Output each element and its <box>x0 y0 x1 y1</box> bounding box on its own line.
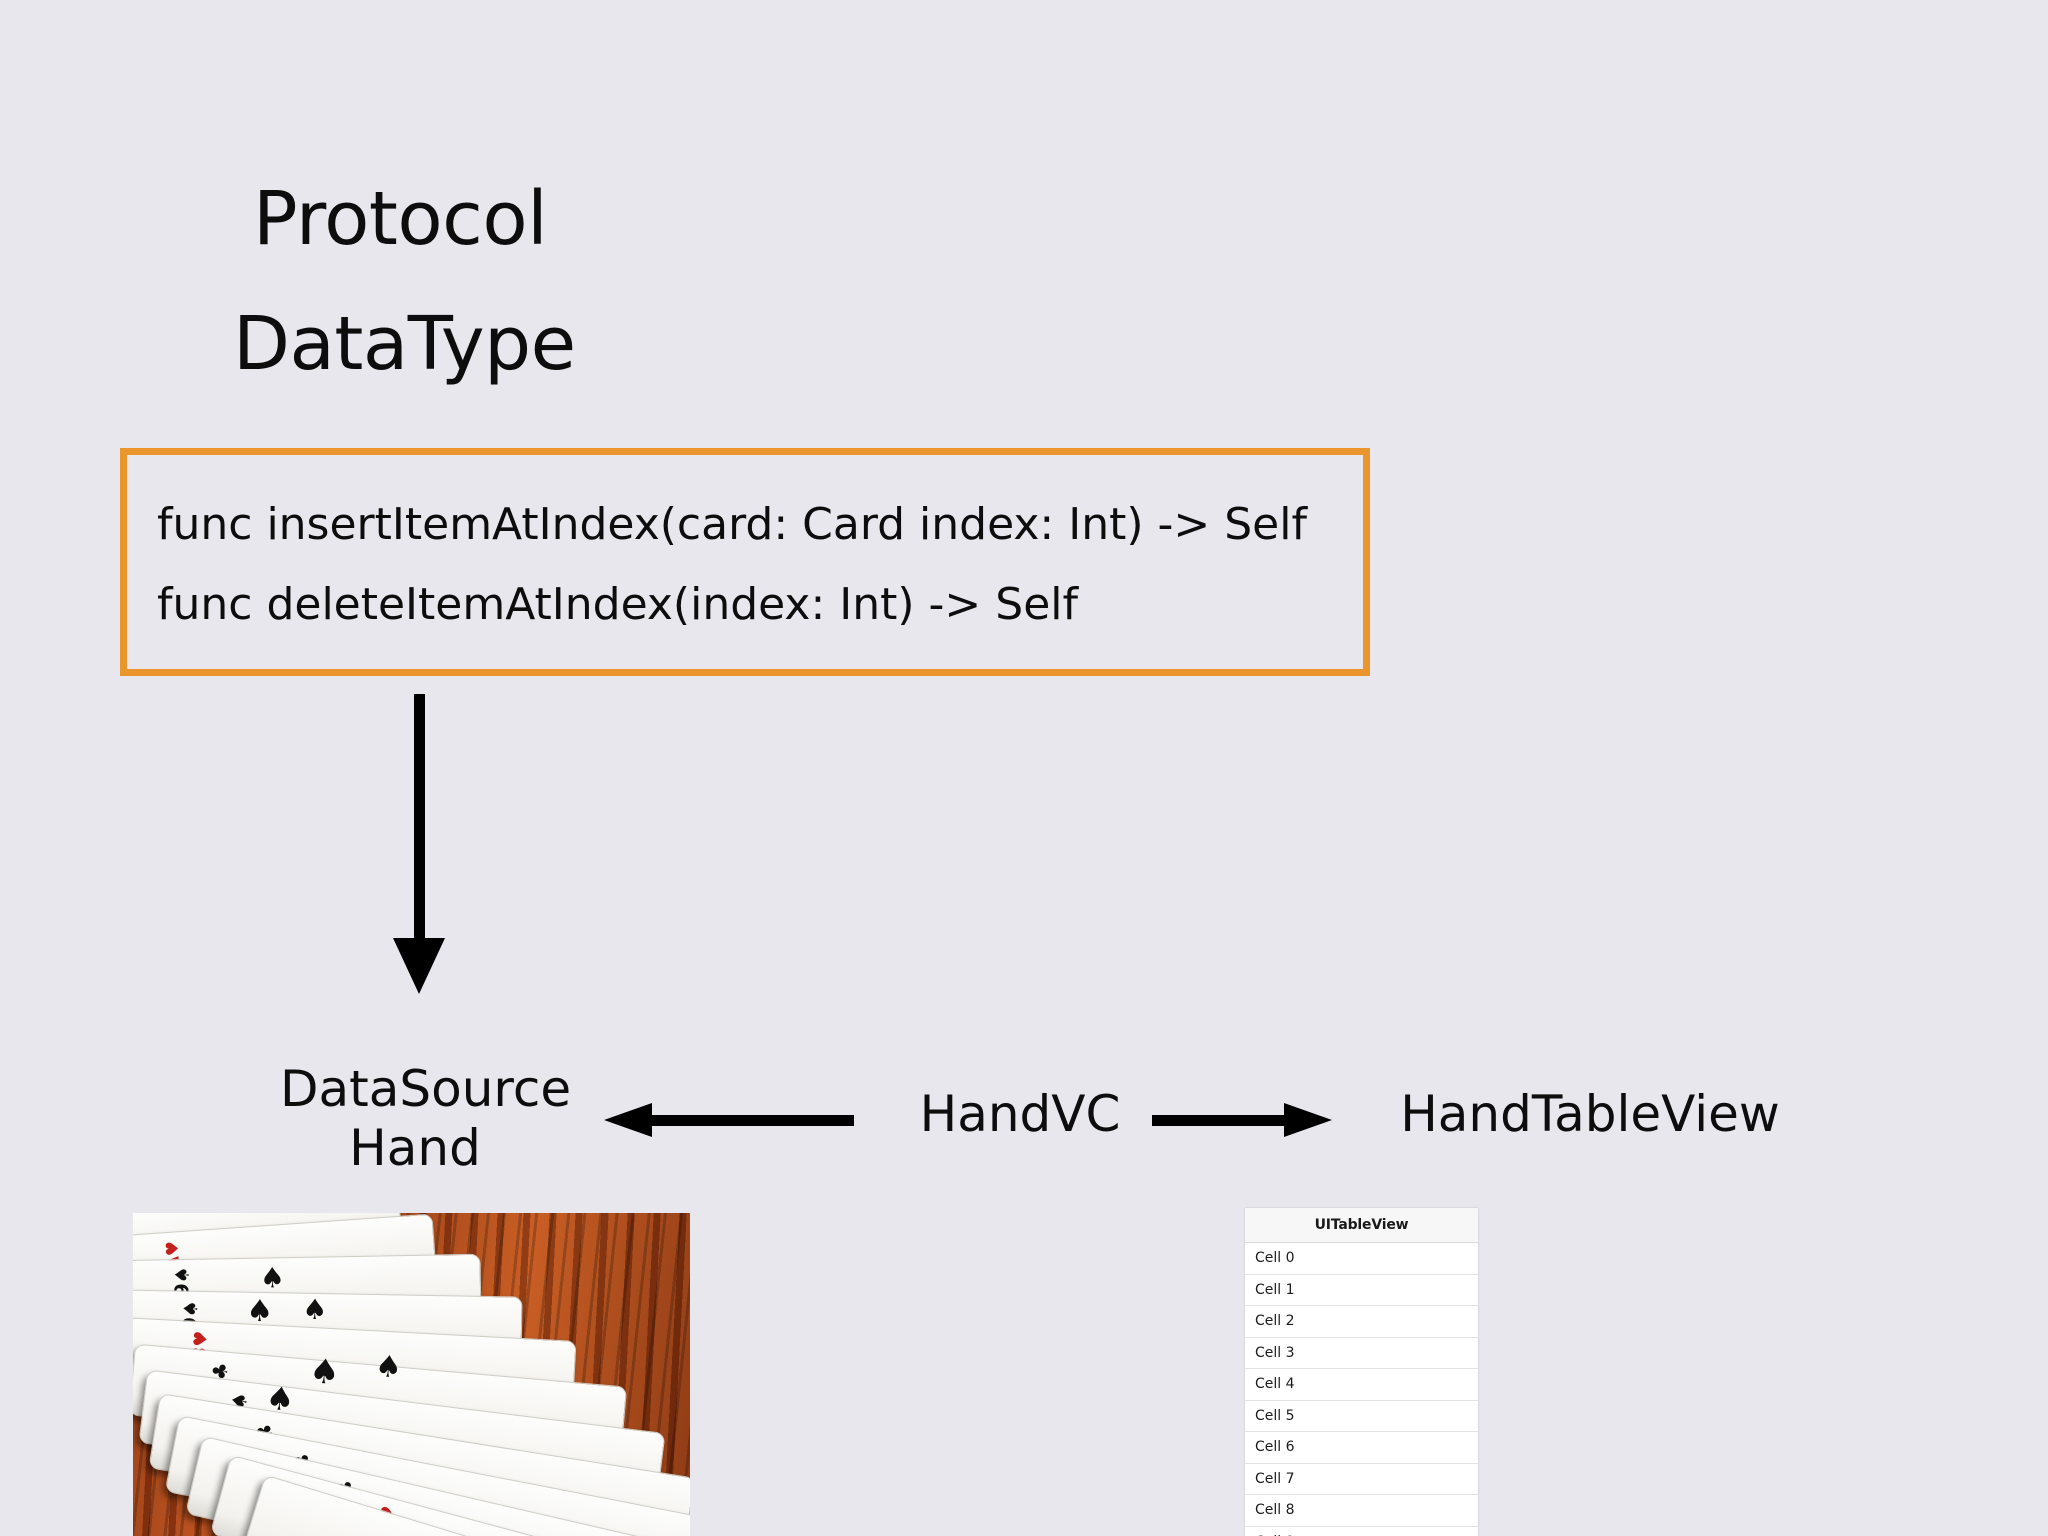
down-arrow-head <box>393 938 445 994</box>
table-row[interactable]: Cell 8 <box>1245 1495 1478 1527</box>
left-arrow-shaft <box>648 1115 854 1126</box>
page-title-protocol: Protocol <box>253 176 548 262</box>
right-arrow-icon <box>1152 1103 1332 1137</box>
code-line-insert: func insertItemAtIndex(card: Card index:… <box>157 499 1307 550</box>
table-row[interactable]: Cell 0 <box>1245 1243 1478 1275</box>
code-line-delete: func deleteItemAtIndex(index: Int) -> Se… <box>157 579 1078 630</box>
right-arrow-head <box>1284 1103 1332 1137</box>
right-arrow-shaft <box>1152 1115 1288 1126</box>
node-label-datasource-line2: Hand <box>349 1119 481 1177</box>
table-row[interactable]: Cell 4 <box>1245 1369 1478 1401</box>
table-row[interactable]: Cell 7 <box>1245 1463 1478 1495</box>
table-row[interactable]: Cell 1 <box>1245 1274 1478 1306</box>
table-row[interactable]: Cell 3 <box>1245 1337 1478 1369</box>
protocol-code-box: func insertItemAtIndex(card: Card index:… <box>120 448 1370 676</box>
node-label-datasource-line1: DataSource <box>280 1060 572 1118</box>
playing-cards-photo: A♥ 9♠ ♠ 9♠ ♠ ♠ 3♥ 3♣ ♠ ♠ 7♠ ♠ 2♣ 2♣ <box>133 1213 690 1536</box>
node-label-handtableview: HandTableView <box>1400 1085 1780 1143</box>
left-arrow-head <box>604 1103 652 1137</box>
left-arrow-icon <box>604 1103 854 1137</box>
table-row[interactable]: Cell 5 <box>1245 1400 1478 1432</box>
uitableview-header: UITableView <box>1245 1208 1478 1243</box>
table-row[interactable]: Cell 9 <box>1245 1526 1478 1536</box>
table-row[interactable]: Cell 6 <box>1245 1432 1478 1464</box>
uitableview-mock[interactable]: UITableView Cell 0 Cell 1 Cell 2 Cell 3 … <box>1245 1208 1478 1536</box>
table-row[interactable]: Cell 2 <box>1245 1306 1478 1338</box>
page-title-datatype: DataType <box>233 301 576 387</box>
down-arrow-shaft <box>414 694 425 942</box>
node-label-handvc: HandVC <box>919 1085 1121 1143</box>
down-arrow-icon <box>393 694 445 994</box>
